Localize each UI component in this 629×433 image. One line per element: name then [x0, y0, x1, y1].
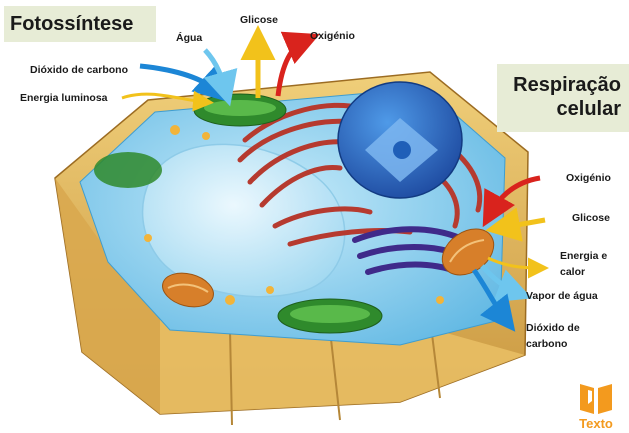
logo-text: Texto	[568, 416, 624, 431]
chloroplast-bottom	[278, 299, 382, 333]
arrow-carbon-dioxide-in	[140, 66, 218, 92]
title-respiration-line2: celular	[497, 97, 621, 121]
label-carbon-dioxide-photosynthesis: Dióxido de carbono	[30, 64, 128, 76]
title-photosynthesis: Fotossíntese	[4, 6, 156, 42]
title-cellular-respiration: Respiração celular	[497, 64, 629, 132]
title-respiration-line1: Respiração	[497, 73, 621, 97]
label-oxygen-photosynthesis: Oxigénio	[310, 30, 355, 42]
label-light-energy: Energia luminosa	[20, 92, 108, 104]
nucleus	[338, 82, 462, 198]
chloroplast-top	[194, 94, 286, 126]
label-energy-heat-line2: calor	[560, 266, 585, 278]
texto-logo: Texto	[568, 380, 624, 430]
label-energy-heat-line1: Energia e	[560, 250, 607, 262]
label-oxygen-respiration: Oxigénio	[566, 172, 611, 184]
label-glucose-photosynthesis: Glicose	[240, 14, 278, 26]
book-icon	[568, 380, 624, 416]
label-carbon-dioxide-line1: Dióxido de	[526, 322, 580, 334]
label-water: Água	[176, 32, 202, 44]
label-water-vapor: Vapor de água	[526, 290, 598, 302]
label-glucose-respiration: Glicose	[572, 212, 610, 224]
label-carbon-dioxide-line2: carbono	[526, 338, 567, 350]
chloroplast-left	[94, 152, 162, 188]
